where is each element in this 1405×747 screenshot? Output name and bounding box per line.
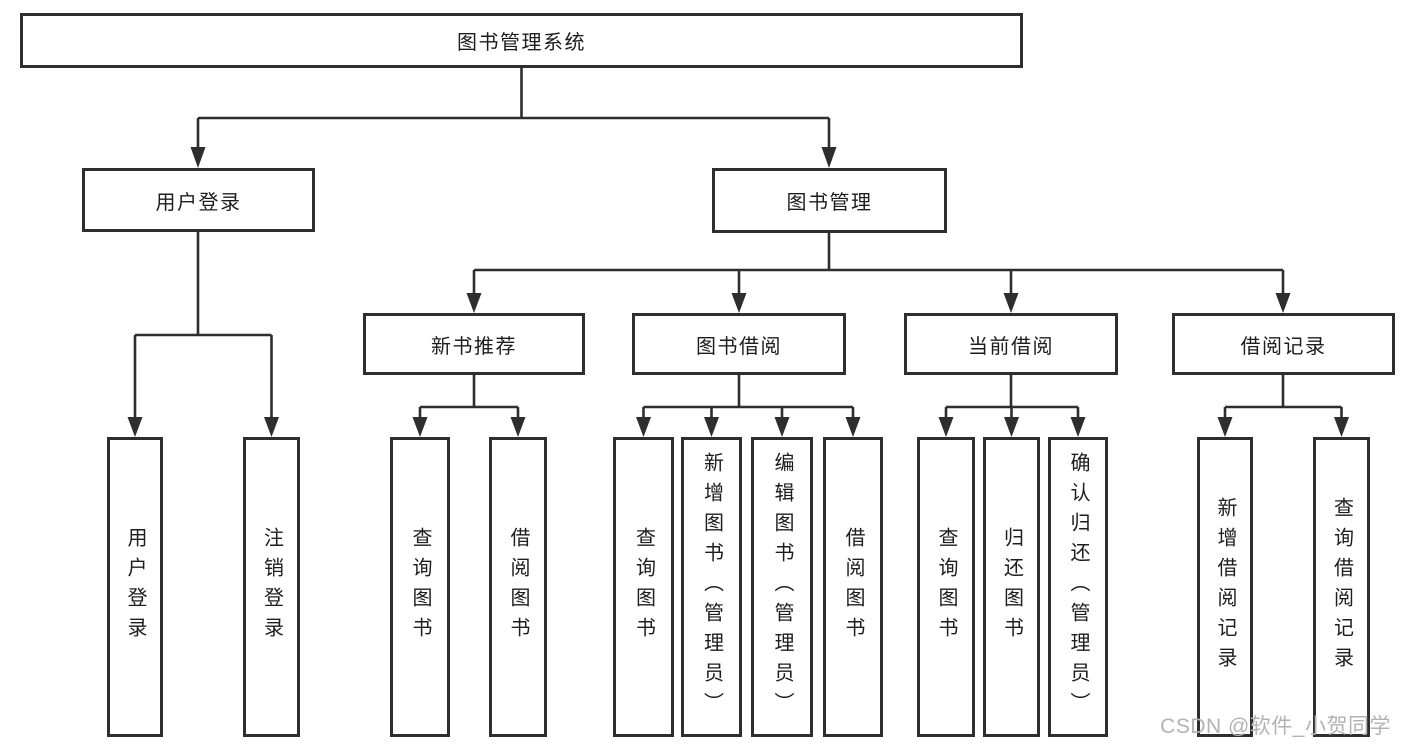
leaf-current-confirm-return-admin: 确认归还（管理员）: [1048, 437, 1108, 737]
leaf-current-return-books: 归还图书: [983, 437, 1040, 737]
leaf-current-query-books: 查询图书: [917, 437, 975, 737]
node-new-book-recommend: 新书推荐: [363, 313, 585, 375]
node-book-borrow: 图书借阅: [632, 313, 846, 375]
leaf-borrow-query-books: 查询图书: [613, 437, 674, 737]
csdn-watermark: CSDN @软件_小贺同学: [1160, 715, 1391, 738]
leaf-newbook-borrow-books: 借阅图书: [489, 437, 547, 737]
node-book-management: 图书管理: [712, 168, 947, 233]
node-current-borrow: 当前借阅: [904, 313, 1118, 375]
leaf-borrow-add-books-admin: 新增图书（管理员）: [681, 437, 742, 737]
connector-paths: [133, 68, 1343, 421]
leaf-user-login: 用户登录: [107, 437, 163, 737]
node-borrow-records: 借阅记录: [1172, 313, 1395, 375]
arrowheads: [127, 147, 1349, 437]
node-root: 图书管理系统: [20, 13, 1023, 68]
node-user-login: 用户登录: [82, 168, 315, 232]
leaf-borrow-edit-books-admin: 编辑图书（管理员）: [751, 437, 813, 737]
leaf-borrow-borrow-books: 借阅图书: [823, 437, 883, 737]
leaf-logout: 注销登录: [243, 437, 300, 737]
leaf-records-query-record: 查询借阅记录: [1313, 437, 1370, 737]
leaf-newbook-query-books: 查询图书: [390, 437, 450, 737]
leaf-records-add-record: 新增借阅记录: [1197, 437, 1253, 737]
